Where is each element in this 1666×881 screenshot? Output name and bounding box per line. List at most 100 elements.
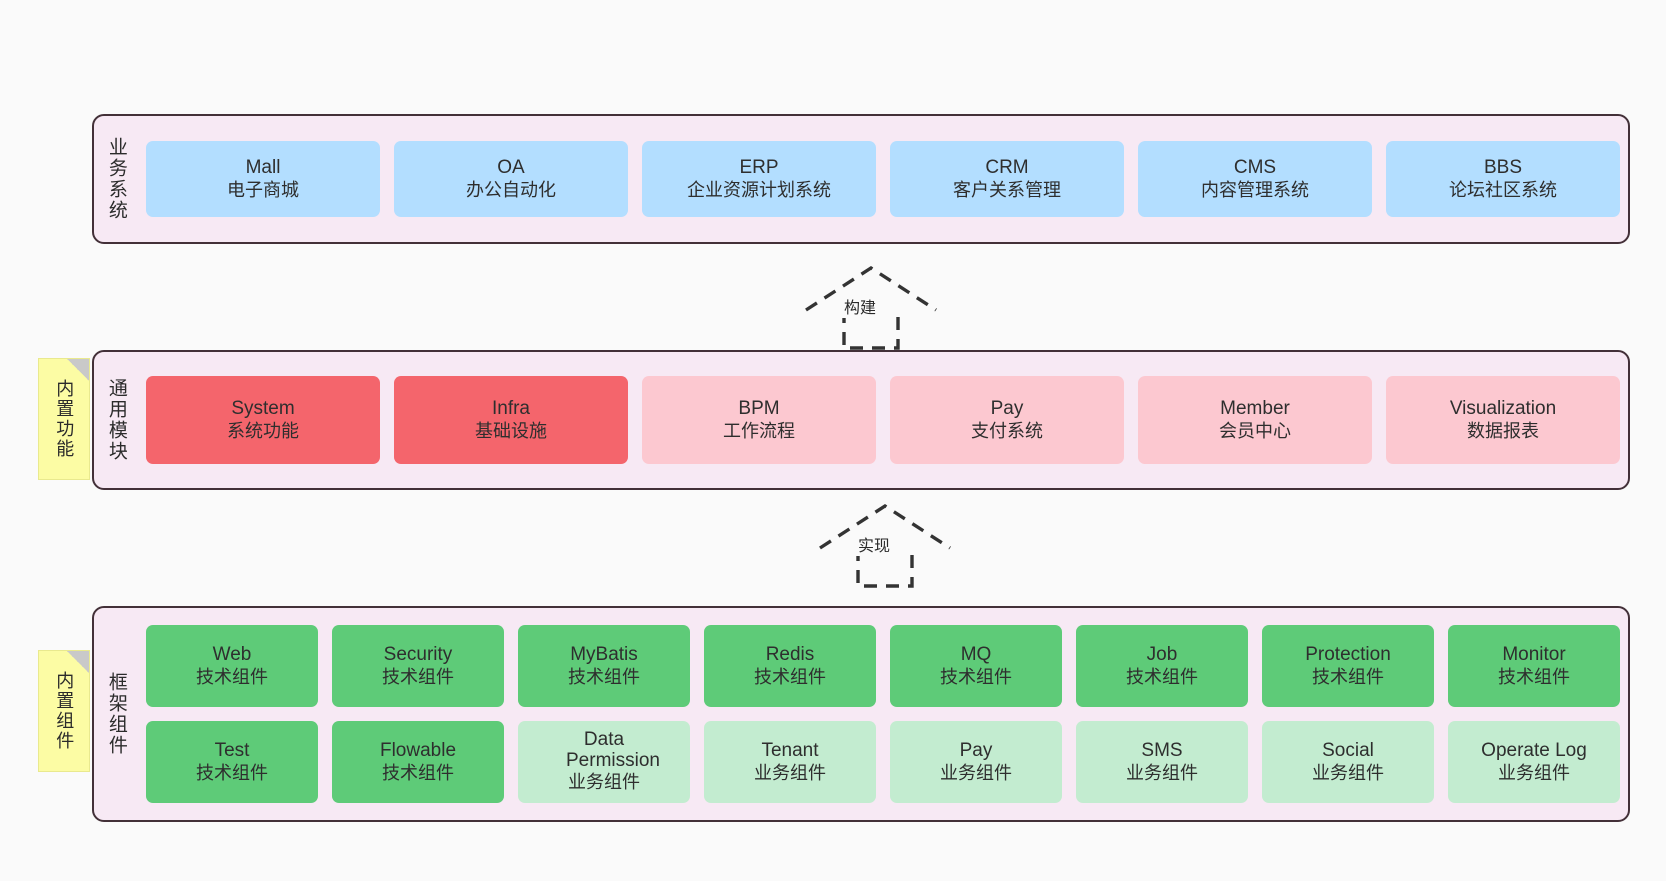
layer-title-framework-component: 框架组件 xyxy=(105,672,127,756)
cell-row: Mall 电子商城 OA 办公自动化 ERP 企业资源计划系统 CRM 客户关系… xyxy=(146,141,1620,217)
node-title: Member xyxy=(1220,398,1290,420)
node-subtitle: 工作流程 xyxy=(723,420,795,441)
node-title: Protection xyxy=(1305,644,1391,666)
node-test[interactable]: Test 技术组件 xyxy=(146,721,318,803)
node-erp[interactable]: ERP 企业资源计划系统 xyxy=(642,141,876,217)
node-subtitle: 技术组件 xyxy=(1312,666,1384,687)
node-title: MQ xyxy=(960,644,992,666)
note-label: 内置功能 xyxy=(54,379,75,459)
node-title: Monitor xyxy=(1502,644,1566,666)
node-mq[interactable]: MQ 技术组件 xyxy=(890,625,1062,707)
node-title: Operate Log xyxy=(1481,740,1587,762)
node-title: Security xyxy=(383,644,453,666)
arrow-shaft xyxy=(842,310,900,350)
node-title: Job xyxy=(1146,644,1178,666)
node-subtitle: 技术组件 xyxy=(1126,666,1198,687)
cell-row: System 系统功能 Infra 基础设施 BPM 工作流程 Pay 支付系统… xyxy=(146,376,1620,464)
node-cms[interactable]: CMS 内容管理系统 xyxy=(1138,141,1372,217)
connector-label-build: 构建 xyxy=(842,294,879,318)
node-title: Infra xyxy=(491,398,531,420)
node-member[interactable]: Member 会员中心 xyxy=(1138,376,1372,464)
arrow-shaft xyxy=(856,548,914,588)
node-title: ERP xyxy=(739,157,779,179)
node-subtitle: 数据报表 xyxy=(1467,420,1539,441)
note-label: 内置组件 xyxy=(54,671,75,751)
node-subtitle: 技术组件 xyxy=(196,762,268,783)
node-title: Web xyxy=(212,644,252,666)
node-subtitle: 业务组件 xyxy=(1312,762,1384,783)
node-tenant[interactable]: Tenant 业务组件 xyxy=(704,721,876,803)
node-title: Mall xyxy=(245,157,281,179)
node-subtitle: 电子商城 xyxy=(227,179,299,200)
node-monitor[interactable]: Monitor 技术组件 xyxy=(1448,625,1620,707)
node-visualization[interactable]: Visualization 数据报表 xyxy=(1386,376,1620,464)
node-web[interactable]: Web 技术组件 xyxy=(146,625,318,707)
node-subtitle: 技术组件 xyxy=(754,666,826,687)
node-subtitle: 业务组件 xyxy=(1126,762,1198,783)
node-subtitle: 会员中心 xyxy=(1219,420,1291,441)
node-title: CRM xyxy=(985,157,1029,179)
layer-body-business-system: Mall 电子商城 OA 办公自动化 ERP 企业资源计划系统 CRM 客户关系… xyxy=(138,116,1628,242)
layer-title-common-module: 通用模块 xyxy=(105,378,127,462)
node-protection[interactable]: Protection 技术组件 xyxy=(1262,625,1434,707)
cell-row: Web 技术组件 Security 技术组件 MyBatis 技术组件 Redi… xyxy=(146,625,1620,707)
layer-body-common-module: System 系统功能 Infra 基础设施 BPM 工作流程 Pay 支付系统… xyxy=(138,352,1628,488)
node-pay[interactable]: Pay 支付系统 xyxy=(890,376,1124,464)
node-job[interactable]: Job 技术组件 xyxy=(1076,625,1248,707)
node-subtitle: 业务组件 xyxy=(754,762,826,783)
node-bbs[interactable]: BBS 论坛社区系统 xyxy=(1386,141,1620,217)
layer-framework-component: 框架组件 Web 技术组件 Security 技术组件 MyBatis 技术组件… xyxy=(92,606,1630,822)
node-operate-log[interactable]: Operate Log 业务组件 xyxy=(1448,721,1620,803)
node-subtitle: 技术组件 xyxy=(196,666,268,687)
node-title: Visualization xyxy=(1449,398,1557,420)
node-data-permission[interactable]: Data Permission 业务组件 xyxy=(518,721,690,803)
node-sms[interactable]: SMS 业务组件 xyxy=(1076,721,1248,803)
node-subtitle: 技术组件 xyxy=(382,666,454,687)
note-built-in-component: 内置组件 xyxy=(38,650,90,772)
arrowhead-hollow xyxy=(819,503,951,550)
node-infra[interactable]: Infra 基础设施 xyxy=(394,376,628,464)
node-subtitle: 技术组件 xyxy=(940,666,1012,687)
node-mall[interactable]: Mall 电子商城 xyxy=(146,141,380,217)
node-flowable[interactable]: Flowable 技术组件 xyxy=(332,721,504,803)
layer-common-module: 通用模块 System 系统功能 Infra 基础设施 BPM 工作流程 Pay… xyxy=(92,350,1630,490)
node-oa[interactable]: OA 办公自动化 xyxy=(394,141,628,217)
node-subtitle: 技术组件 xyxy=(382,762,454,783)
node-title: System xyxy=(231,398,295,420)
node-subtitle: 办公自动化 xyxy=(466,179,556,200)
node-crm[interactable]: CRM 客户关系管理 xyxy=(890,141,1124,217)
node-title: Flowable xyxy=(379,740,457,762)
node-mybatis[interactable]: MyBatis 技术组件 xyxy=(518,625,690,707)
connector-build: 构建 xyxy=(796,262,946,352)
node-subtitle: 企业资源计划系统 xyxy=(687,179,831,200)
node-title: Data Permission xyxy=(566,729,660,772)
node-subtitle: 内容管理系统 xyxy=(1201,179,1309,200)
node-redis[interactable]: Redis 技术组件 xyxy=(704,625,876,707)
node-title: OA xyxy=(497,157,525,179)
node-pay-business[interactable]: Pay 业务组件 xyxy=(890,721,1062,803)
node-system[interactable]: System 系统功能 xyxy=(146,376,380,464)
node-subtitle: 技术组件 xyxy=(568,666,640,687)
node-title: Redis xyxy=(765,644,815,666)
node-title: Social xyxy=(1322,740,1374,762)
node-title: Test xyxy=(214,740,250,762)
cell-row: Test 技术组件 Flowable 技术组件 Data Permission … xyxy=(146,721,1620,803)
arrowhead-hollow xyxy=(805,265,937,312)
node-title: SMS xyxy=(1141,740,1183,762)
layer-business-system: 业务系统 Mall 电子商城 OA 办公自动化 ERP 企业资源计划系统 CRM… xyxy=(92,114,1630,244)
node-title: BPM xyxy=(738,398,780,420)
node-subtitle: 客户关系管理 xyxy=(953,179,1061,200)
node-subtitle: 系统功能 xyxy=(227,420,299,441)
connector-implement: 实现 xyxy=(810,500,960,590)
node-bpm[interactable]: BPM 工作流程 xyxy=(642,376,876,464)
node-title: Pay xyxy=(990,398,1024,420)
node-social[interactable]: Social 业务组件 xyxy=(1262,721,1434,803)
node-title: MyBatis xyxy=(570,644,638,666)
node-subtitle: 基础设施 xyxy=(475,420,547,441)
node-title: BBS xyxy=(1483,157,1523,179)
node-title: Tenant xyxy=(761,740,819,762)
node-security[interactable]: Security 技术组件 xyxy=(332,625,504,707)
connector-label-implement: 实现 xyxy=(856,532,893,556)
node-subtitle: 论坛社区系统 xyxy=(1449,179,1557,200)
